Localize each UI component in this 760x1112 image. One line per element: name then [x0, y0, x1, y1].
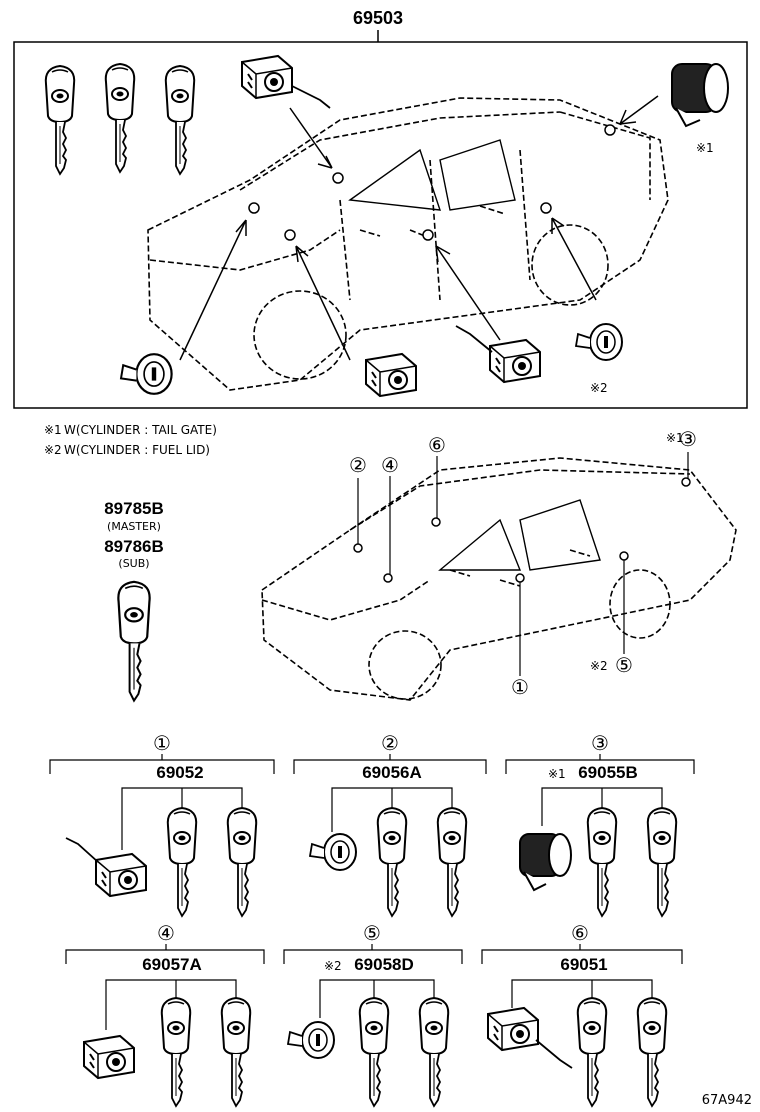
key-icon: [164, 65, 196, 175]
top-part-number: 69503: [353, 8, 403, 28]
set-5-part-number: 69058D: [354, 955, 414, 974]
location-dots-top: [248, 124, 616, 241]
glove-box-lock-icon: [83, 1035, 135, 1079]
key-blank-icon: [117, 580, 151, 702]
key-icon: [44, 65, 76, 175]
truck-windows-middle: [438, 499, 601, 571]
set-2: ② 69056A: [293, 731, 487, 917]
set-4-part-number: 69057A: [142, 955, 202, 974]
master-key-number: 89785B: [104, 499, 164, 518]
note-1-text: W(CYLINDER : TAIL GATE): [64, 423, 217, 437]
callout-4: ④: [381, 453, 399, 477]
fuel-lid-note-marker: ※2: [590, 381, 608, 395]
location-dots-middle: [353, 477, 691, 583]
set-1-part-number: 69052: [156, 763, 203, 782]
callout-3: ③: [679, 427, 697, 451]
door-lock-cylinder-icon: [95, 853, 147, 897]
set-3-prefix: ※1: [548, 767, 566, 781]
callout-2: ②: [349, 453, 367, 477]
note-2-marker: ※2: [44, 443, 62, 457]
key-icon: [226, 807, 258, 917]
set-5: ⑤ ※2 69058D: [283, 921, 463, 1107]
fuel-lid-cylinder-icon: [287, 1021, 335, 1059]
set-6: ⑥ 69051: [481, 921, 683, 1107]
set-6-callout: ⑥: [571, 921, 589, 945]
truck-windows-top: [348, 139, 516, 211]
tailgate-cylinder-icon: [671, 63, 729, 128]
key-icon: [636, 997, 668, 1107]
set-2-part-number: 69056A: [362, 763, 422, 782]
linkage-icon: [455, 325, 493, 353]
truck-illustration-top: [147, 97, 669, 391]
sub-key-label: (SUB): [118, 557, 149, 570]
master-key-label: (MASTER): [107, 520, 161, 533]
key-icon: [166, 807, 198, 917]
fuel-lid-cylinder-icon: [575, 323, 623, 361]
set-6-part-number: 69051: [560, 955, 607, 974]
set-5-prefix: ※2: [324, 959, 342, 973]
key-icon: [586, 807, 618, 917]
key-icon: [220, 997, 252, 1107]
callouts-middle: ② ④ ⑥ ① ※1 ③ ※2 ⑤: [349, 427, 697, 699]
truck-illustration-middle: [261, 457, 737, 701]
door-lock-cylinder-icon: [489, 339, 541, 383]
tailgate-note-marker: ※1: [696, 141, 714, 155]
note-1-marker: ※1: [44, 423, 62, 437]
key-icon: [646, 807, 678, 917]
set-4-callout: ④: [157, 921, 175, 945]
set-3: ③ ※1 69055B: [505, 731, 695, 917]
arrows-top: [179, 95, 659, 361]
hood-cylinder-icon: [119, 353, 173, 395]
callout-5: ⑤: [615, 653, 633, 677]
note-2-text: W(CYLINDER : FUEL LID): [64, 443, 210, 457]
top-assembly-frame: [13, 41, 748, 409]
key-icon: [160, 997, 192, 1107]
key-icon: [358, 997, 390, 1107]
key-icon: [576, 997, 608, 1107]
set-2-callout: ②: [381, 731, 399, 755]
key-blank-block: 89785B (MASTER) 89786B (SUB): [104, 499, 164, 702]
set-3-part-number: 69055B: [578, 763, 638, 782]
door-lock-assembly-icon: [241, 55, 293, 99]
key-icon: [376, 807, 408, 917]
sub-key-number: 89786B: [104, 537, 164, 556]
set-1: ① 69052: [49, 731, 275, 917]
key-icon: [436, 807, 468, 917]
set-5-callout: ⑤: [363, 921, 381, 945]
key-icon: [104, 63, 136, 173]
tailgate-cylinder-icon: [519, 833, 572, 892]
callout-1: ①: [511, 675, 529, 699]
callout-6: ⑥: [428, 433, 446, 457]
hood-cylinder-icon: [309, 833, 357, 871]
figure-code: 67A942: [702, 1093, 752, 1108]
rod-icon: [291, 85, 331, 109]
set-1-callout: ①: [153, 731, 171, 755]
set-3-callout: ③: [591, 731, 609, 755]
key-icon: [418, 997, 450, 1107]
notes-block: ※1 W(CYLINDER : TAIL GATE) ※2 W(CYLINDER…: [44, 423, 217, 457]
callout-3-prefix: ※1: [666, 431, 684, 445]
door-lock-assembly-icon: [487, 1007, 539, 1051]
callout-5-prefix: ※2: [590, 659, 608, 673]
glove-box-lock-icon: [365, 353, 417, 397]
callout-leaders-middle: [357, 452, 689, 676]
set-4: ④ 69057A: [65, 921, 265, 1107]
